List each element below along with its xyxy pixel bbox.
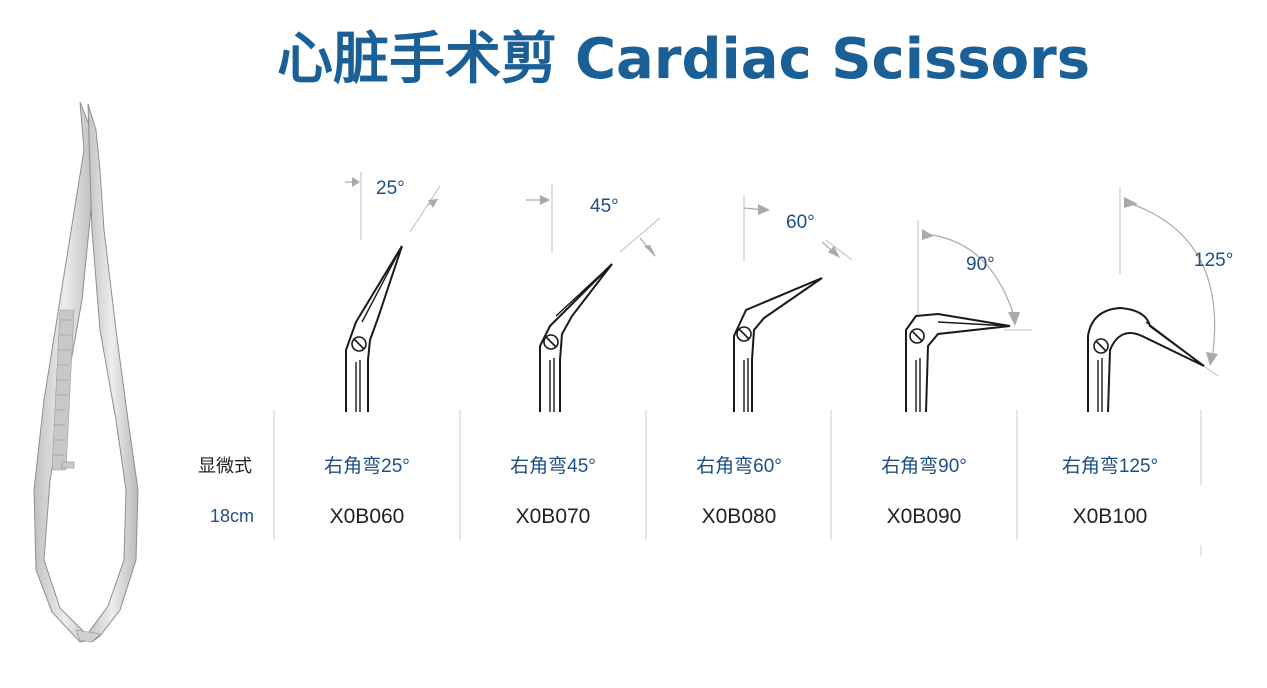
title-chinese: 心脏手术剪 xyxy=(276,27,557,92)
variant-type-45: 右角弯45° xyxy=(510,456,596,477)
product-code-45: X0B070 xyxy=(515,505,591,528)
full-scissors-image xyxy=(33,101,139,643)
row-label-size: 18cm xyxy=(210,506,255,526)
angle-label-25: 25° xyxy=(376,178,405,199)
tip-60-image xyxy=(733,196,853,412)
title-english: Cardiac Scissors xyxy=(574,27,1091,92)
angle-label-60: 60° xyxy=(786,212,815,233)
product-code-60: X0B080 xyxy=(701,505,777,528)
page-title: 心脏手术剪 Cardiac Scissors xyxy=(0,14,1267,95)
tip-125-image xyxy=(1087,188,1219,413)
angle-label-45: 45° xyxy=(590,196,619,217)
variant-type-25: 右角弯25° xyxy=(324,456,410,477)
tip-45-image xyxy=(526,184,661,412)
tip-90-image xyxy=(905,220,1032,413)
row-label-type: 显微式 xyxy=(198,456,252,476)
angle-label-125: 125° xyxy=(1194,250,1234,271)
product-code-25: X0B060 xyxy=(329,505,405,528)
product-code-90: X0B090 xyxy=(886,505,962,528)
variant-type-90: 右角弯90° xyxy=(881,456,967,477)
angle-label-90: 90° xyxy=(966,254,995,275)
variant-type-60: 右角弯60° xyxy=(696,456,782,477)
tip-25-image xyxy=(345,172,441,412)
table-dividers xyxy=(273,410,1202,556)
variant-type-125: 右角弯125° xyxy=(1061,456,1159,477)
product-code-125: X0B100 xyxy=(1072,505,1148,528)
